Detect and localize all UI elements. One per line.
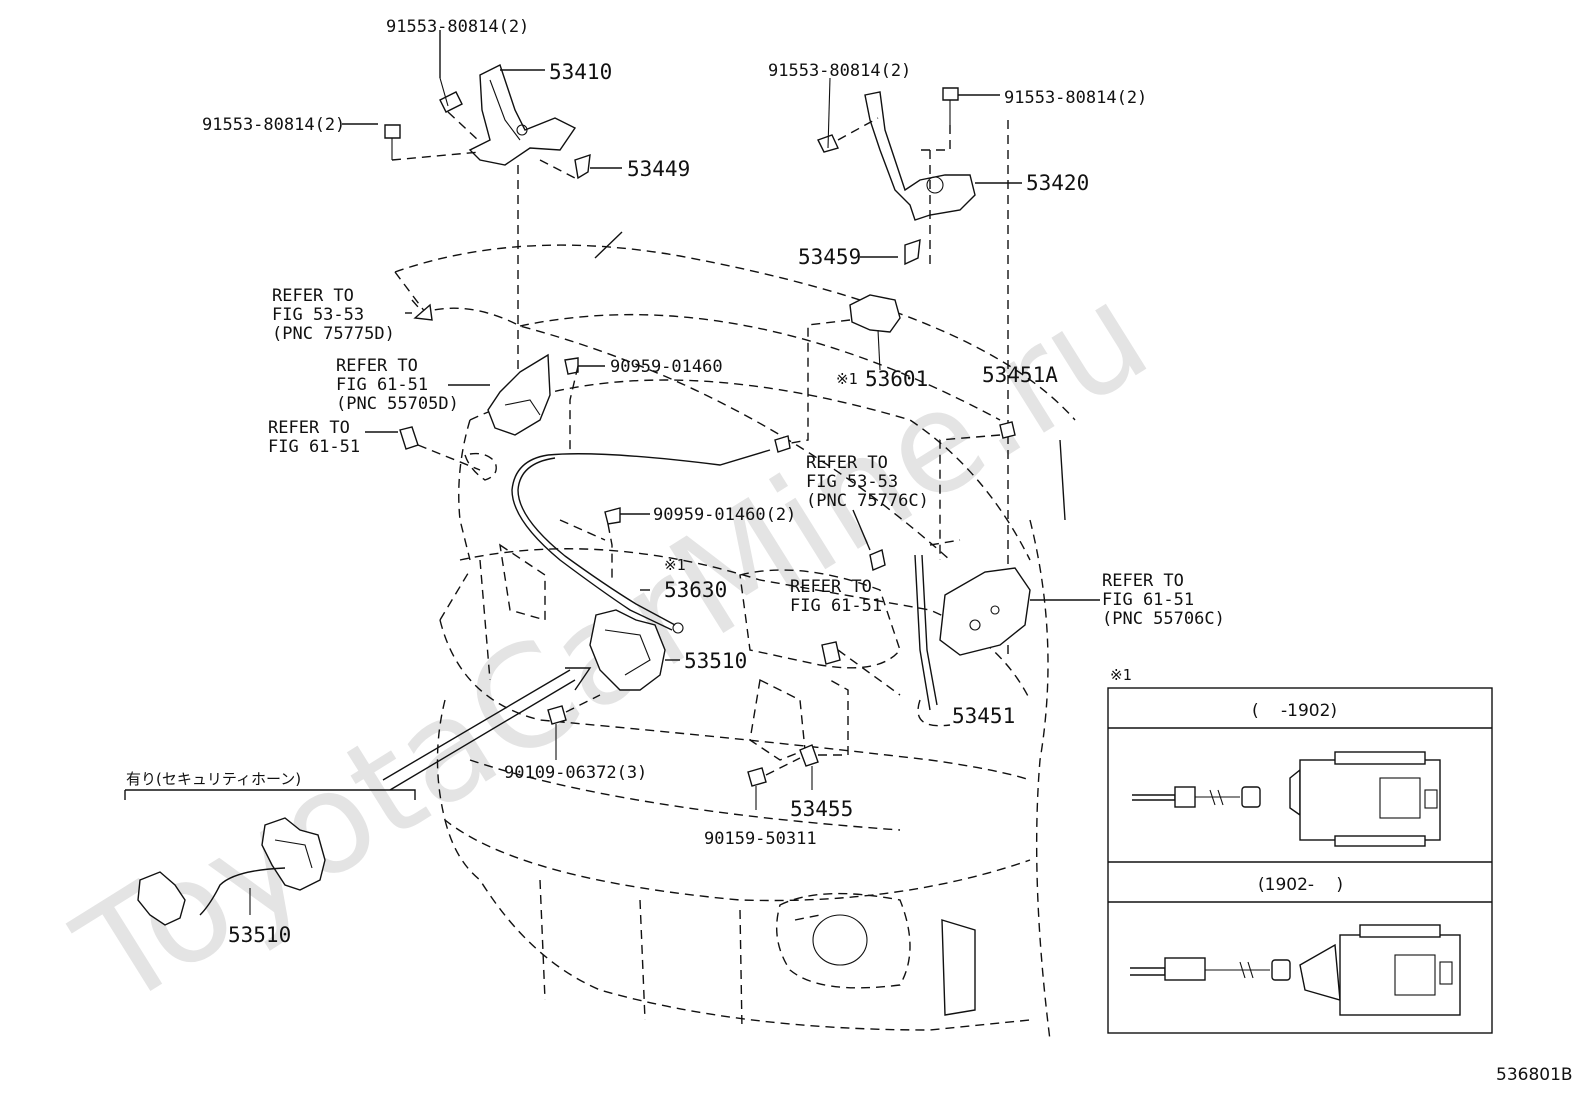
label-bolt-lock: 90109-06372(3) bbox=[504, 763, 647, 783]
vehicle-front-outline bbox=[382, 231, 1076, 1041]
label-headlamp-right-ref-3: (PNC 55706C) bbox=[1102, 609, 1225, 629]
label-insulator-ref-1: REFER TO bbox=[272, 286, 354, 306]
label-headlamp-left-ref-3: (PNC 55705D) bbox=[336, 394, 459, 414]
label-seal-ref-1: REFER TO bbox=[806, 453, 888, 473]
label-clip-pair: 90959-01460(2) bbox=[653, 505, 796, 525]
label-bolt-53420-left: 91553-80814(2) bbox=[768, 61, 911, 81]
label-bolt-53410-left: 91553-80814(2) bbox=[202, 115, 345, 135]
label-asterisk-53630: ※1 bbox=[664, 556, 686, 574]
label-rod-holder: 53455 bbox=[790, 797, 853, 821]
label-clip-top: 90959-01460 bbox=[610, 357, 723, 377]
label-grommet-left-ref-2: FIG 61-51 bbox=[268, 437, 360, 457]
label-insulator-ref-2: FIG 53-53 bbox=[272, 305, 364, 325]
security-hood-lock bbox=[124, 789, 416, 926]
label-cushion: 53451A bbox=[982, 363, 1058, 387]
headlamp-right bbox=[747, 421, 1100, 810]
release-cable-53630 bbox=[511, 357, 771, 634]
label-hinge-left: 53410 bbox=[549, 60, 612, 84]
label-switch-53601: 53601 bbox=[865, 367, 928, 391]
label-hinge-right-clip: 53459 bbox=[798, 245, 861, 269]
label-cable: 53630 bbox=[664, 578, 727, 602]
label-security-note: 有り(セキュリティホーン) bbox=[126, 770, 301, 788]
label-figure-code: 536801B bbox=[1496, 1065, 1573, 1085]
callout-labels: 91553-80814(2) 53410 91553-80814(2) 5344… bbox=[126, 17, 1573, 1085]
label-headlamp-right-ref-2: FIG 61-51 bbox=[1102, 590, 1194, 610]
headlamp-left bbox=[365, 299, 551, 481]
label-grommet-center-ref-2: FIG 61-51 bbox=[790, 596, 882, 616]
label-seal-ref-2: FIG 53-53 bbox=[806, 472, 898, 492]
label-lock: 53510 bbox=[684, 649, 747, 673]
label-headlamp-left-ref-2: FIG 61-51 bbox=[336, 375, 428, 395]
label-bolt-53420-right: 91553-80814(2) bbox=[1004, 88, 1147, 108]
label-inset-marker: ※1 bbox=[1110, 666, 1132, 684]
label-grommet-left-ref-1: REFER TO bbox=[268, 418, 350, 438]
label-asterisk-53601: ※1 bbox=[836, 370, 858, 388]
inset-connector-variants bbox=[1107, 687, 1493, 1034]
label-insulator-ref-3: (PNC 75775D) bbox=[272, 324, 395, 344]
label-lock-security: 53510 bbox=[228, 923, 291, 947]
hood-lock-53510 bbox=[547, 609, 680, 760]
label-grommet-center-ref-1: REFER TO bbox=[790, 577, 872, 597]
label-inset-row1: ( -1902) bbox=[1252, 701, 1337, 721]
label-seal-ref-3: (PNC 75776C) bbox=[806, 491, 929, 511]
label-inset-row2: (1902- ) bbox=[1258, 875, 1343, 895]
label-support-rod: 53451 bbox=[952, 704, 1015, 728]
label-hinge-right: 53420 bbox=[1026, 171, 1089, 195]
label-headlamp-right-ref-1: REFER TO bbox=[1102, 571, 1184, 591]
hinge-left-53410 bbox=[342, 30, 622, 390]
label-bolt-53410-top: 91553-80814(2) bbox=[386, 17, 529, 37]
label-hinge-left-clip: 53449 bbox=[627, 157, 690, 181]
label-bolt-holder: 90159-50311 bbox=[704, 829, 817, 849]
hood-switch-53601 bbox=[774, 294, 901, 453]
label-headlamp-left-ref-1: REFER TO bbox=[336, 356, 418, 376]
